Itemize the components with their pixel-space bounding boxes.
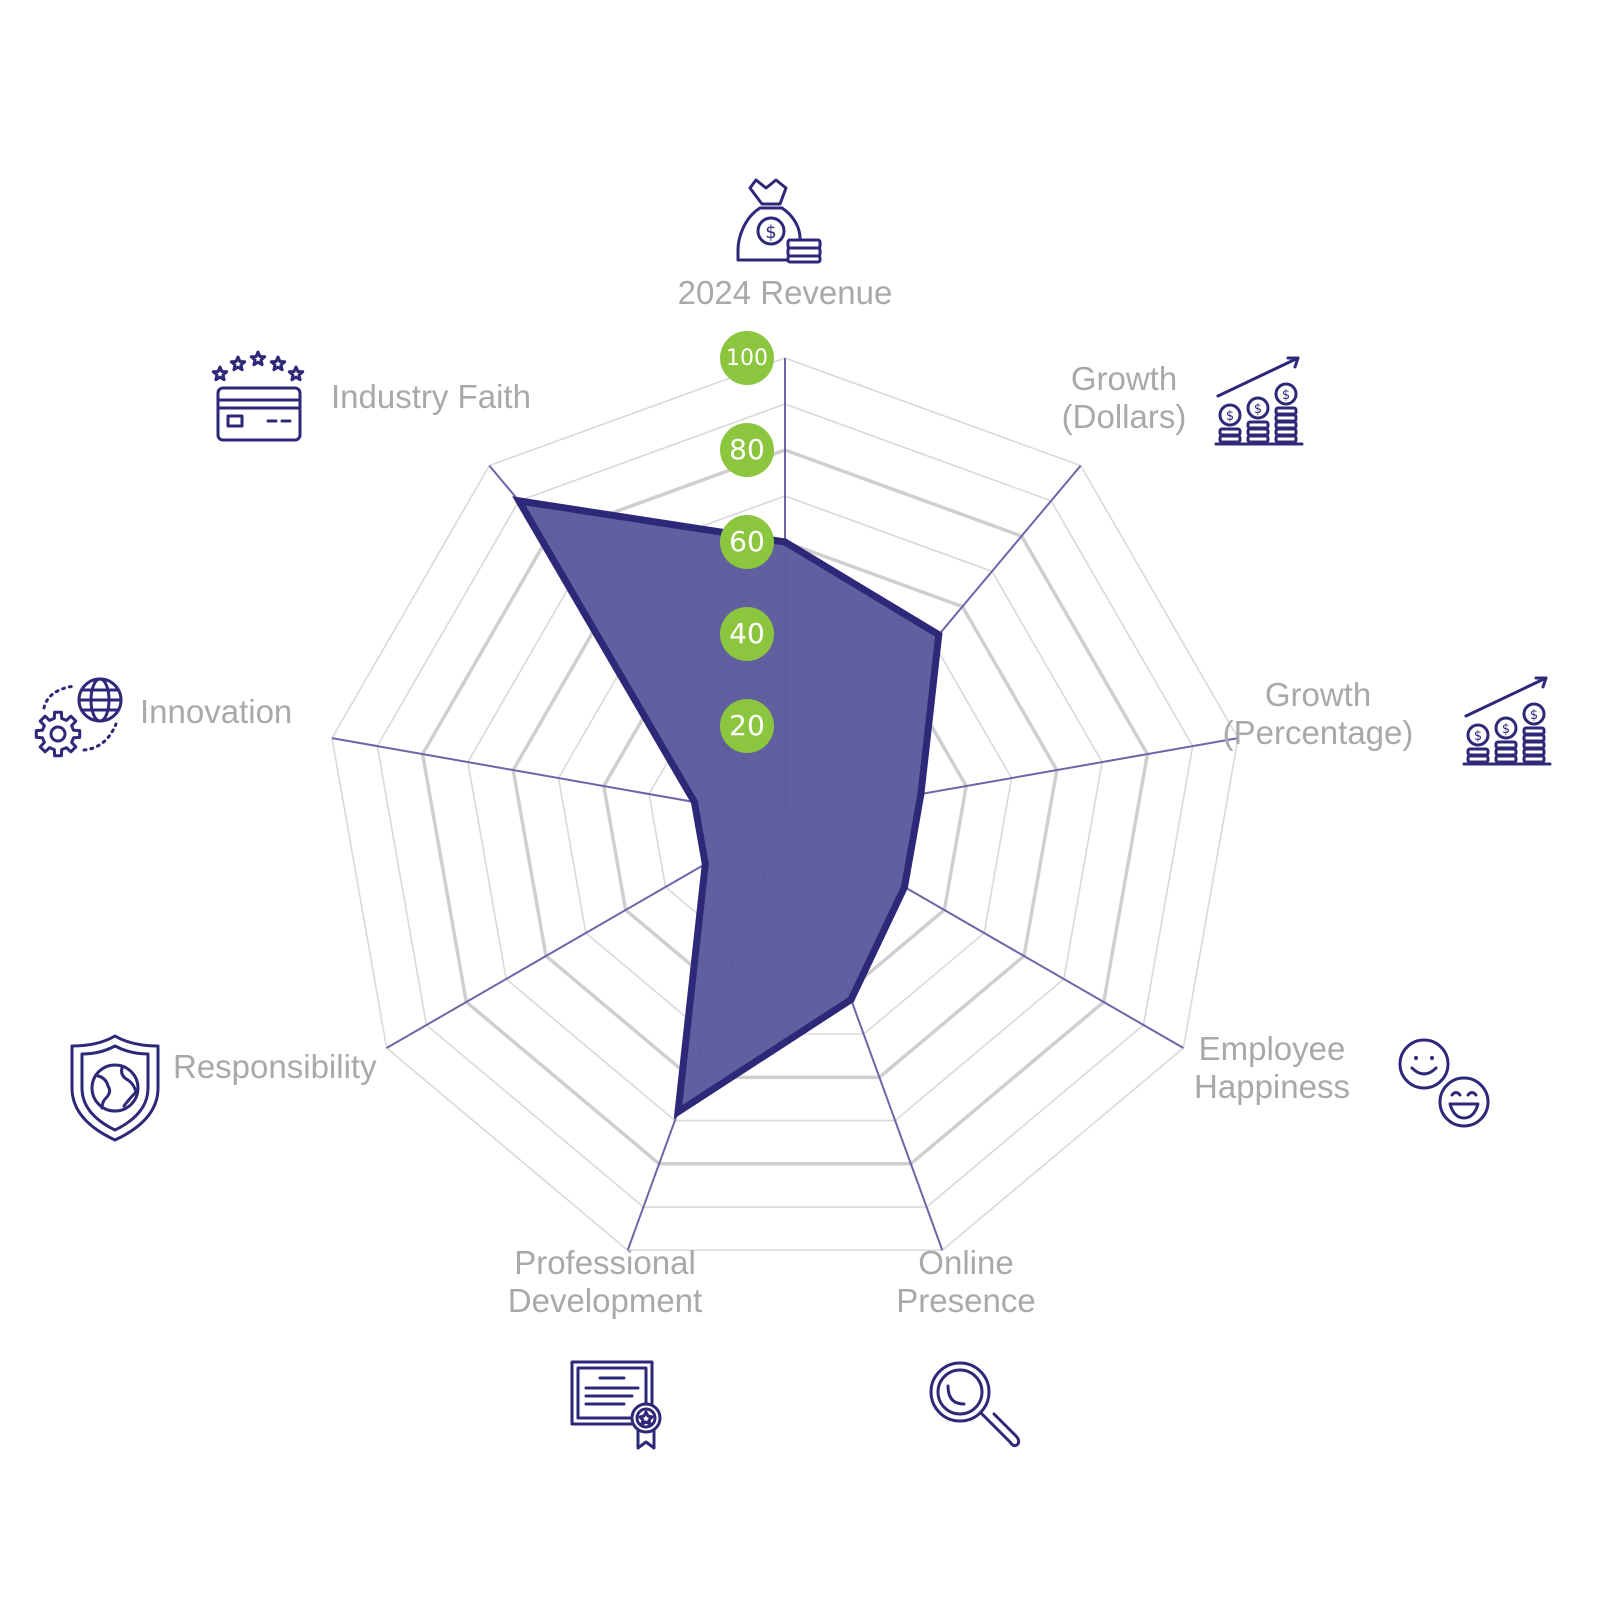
axis-label-line: Growth xyxy=(1071,360,1177,397)
axis-label-line: Happiness xyxy=(1194,1068,1350,1105)
svg-text:$: $ xyxy=(1254,402,1262,417)
globe-shield-icon xyxy=(70,1034,160,1142)
data-point xyxy=(781,538,789,546)
axis-label-line: Employee xyxy=(1199,1030,1346,1067)
tick-badge-60: 60 xyxy=(720,515,774,569)
data-point xyxy=(701,860,709,868)
axis-label-line: (Dollars) xyxy=(1062,398,1187,435)
axis-label-line: Growth xyxy=(1265,676,1371,713)
coin-growth-chart-icon: $ $ $ xyxy=(1214,356,1304,446)
svg-text:$: $ xyxy=(1530,708,1538,723)
axis-label-line: Development xyxy=(508,1282,702,1319)
tick-badge-circle xyxy=(720,515,774,569)
axis-label-2: Growth(Percentage) xyxy=(1223,676,1414,751)
data-point xyxy=(917,790,925,798)
tick-badge-circle xyxy=(720,423,774,477)
tick-badge-circle xyxy=(720,331,774,385)
axis-labels: 2024 RevenueGrowth(Dollars)Growth(Percen… xyxy=(140,274,1413,1319)
tick-badge-circle xyxy=(720,699,774,753)
radial-tick-labels: 20 40 60 80 100 xyxy=(720,331,774,753)
globe-gear-icon xyxy=(34,677,123,758)
certificate-icon xyxy=(570,1360,662,1450)
axis-label-line: (Percentage) xyxy=(1223,714,1414,751)
tick-badge-80: 80 xyxy=(720,423,774,477)
svg-text:$: $ xyxy=(1226,409,1234,424)
tick-badge-100: 100 xyxy=(720,331,774,385)
tick-badge-20: 20 xyxy=(720,699,774,753)
axis-label-line: 2024 Revenue xyxy=(678,274,893,311)
grid-ring-100 xyxy=(331,357,1239,1252)
money-bag-icon: $ xyxy=(736,178,822,264)
axis-label-1: Growth(Dollars) xyxy=(1062,360,1187,435)
data-point xyxy=(674,1108,682,1116)
axis-label-line: Presence xyxy=(896,1282,1035,1319)
axis-icons: $ $ $ $ $ $ $ xyxy=(34,178,1552,1450)
tick-label: 100 xyxy=(726,346,768,371)
grid-ring-60 xyxy=(511,540,1059,1080)
tick-label: 60 xyxy=(729,525,765,558)
grid-ring-70 xyxy=(467,495,1103,1122)
axis-label-6: Responsibility xyxy=(173,1048,377,1085)
smiley-faces-icon xyxy=(1398,1038,1490,1128)
axis-label-line: Online xyxy=(918,1244,1013,1281)
tick-badge-40: 40 xyxy=(720,607,774,661)
svg-text:$: $ xyxy=(1474,729,1482,744)
axis-label-8: Industry Faith xyxy=(331,378,531,415)
data-point xyxy=(935,631,943,639)
data-point xyxy=(847,996,855,1004)
grid-ring-80 xyxy=(420,448,1150,1166)
axis-label-line: Industry Faith xyxy=(331,378,531,415)
data-point xyxy=(690,798,698,806)
credit-card-stars-icon xyxy=(211,350,305,442)
tick-badge-circle xyxy=(720,607,774,661)
svg-text:$: $ xyxy=(1282,388,1290,403)
tick-label: 80 xyxy=(729,433,765,466)
tick-label: 40 xyxy=(729,617,765,650)
axis-label-line: Innovation xyxy=(140,693,292,730)
axis-label-line: Responsibility xyxy=(173,1048,377,1085)
axis-label-line: Professional xyxy=(514,1244,696,1281)
grid-ring-90 xyxy=(376,403,1194,1208)
series-area-0 xyxy=(512,496,943,1119)
coin-growth-chart-icon: $ $ $ xyxy=(1462,676,1552,766)
svg-text:$: $ xyxy=(765,222,776,243)
tick-label: 20 xyxy=(729,709,765,742)
radar-series xyxy=(512,496,943,1119)
axis-label-7: Innovation xyxy=(140,693,292,730)
magnifying-glass-icon xyxy=(929,1361,1021,1448)
data-point xyxy=(515,497,523,505)
data-point xyxy=(901,883,909,891)
svg-text:$: $ xyxy=(1502,722,1510,737)
axis-label-0: 2024 Revenue xyxy=(678,274,893,311)
